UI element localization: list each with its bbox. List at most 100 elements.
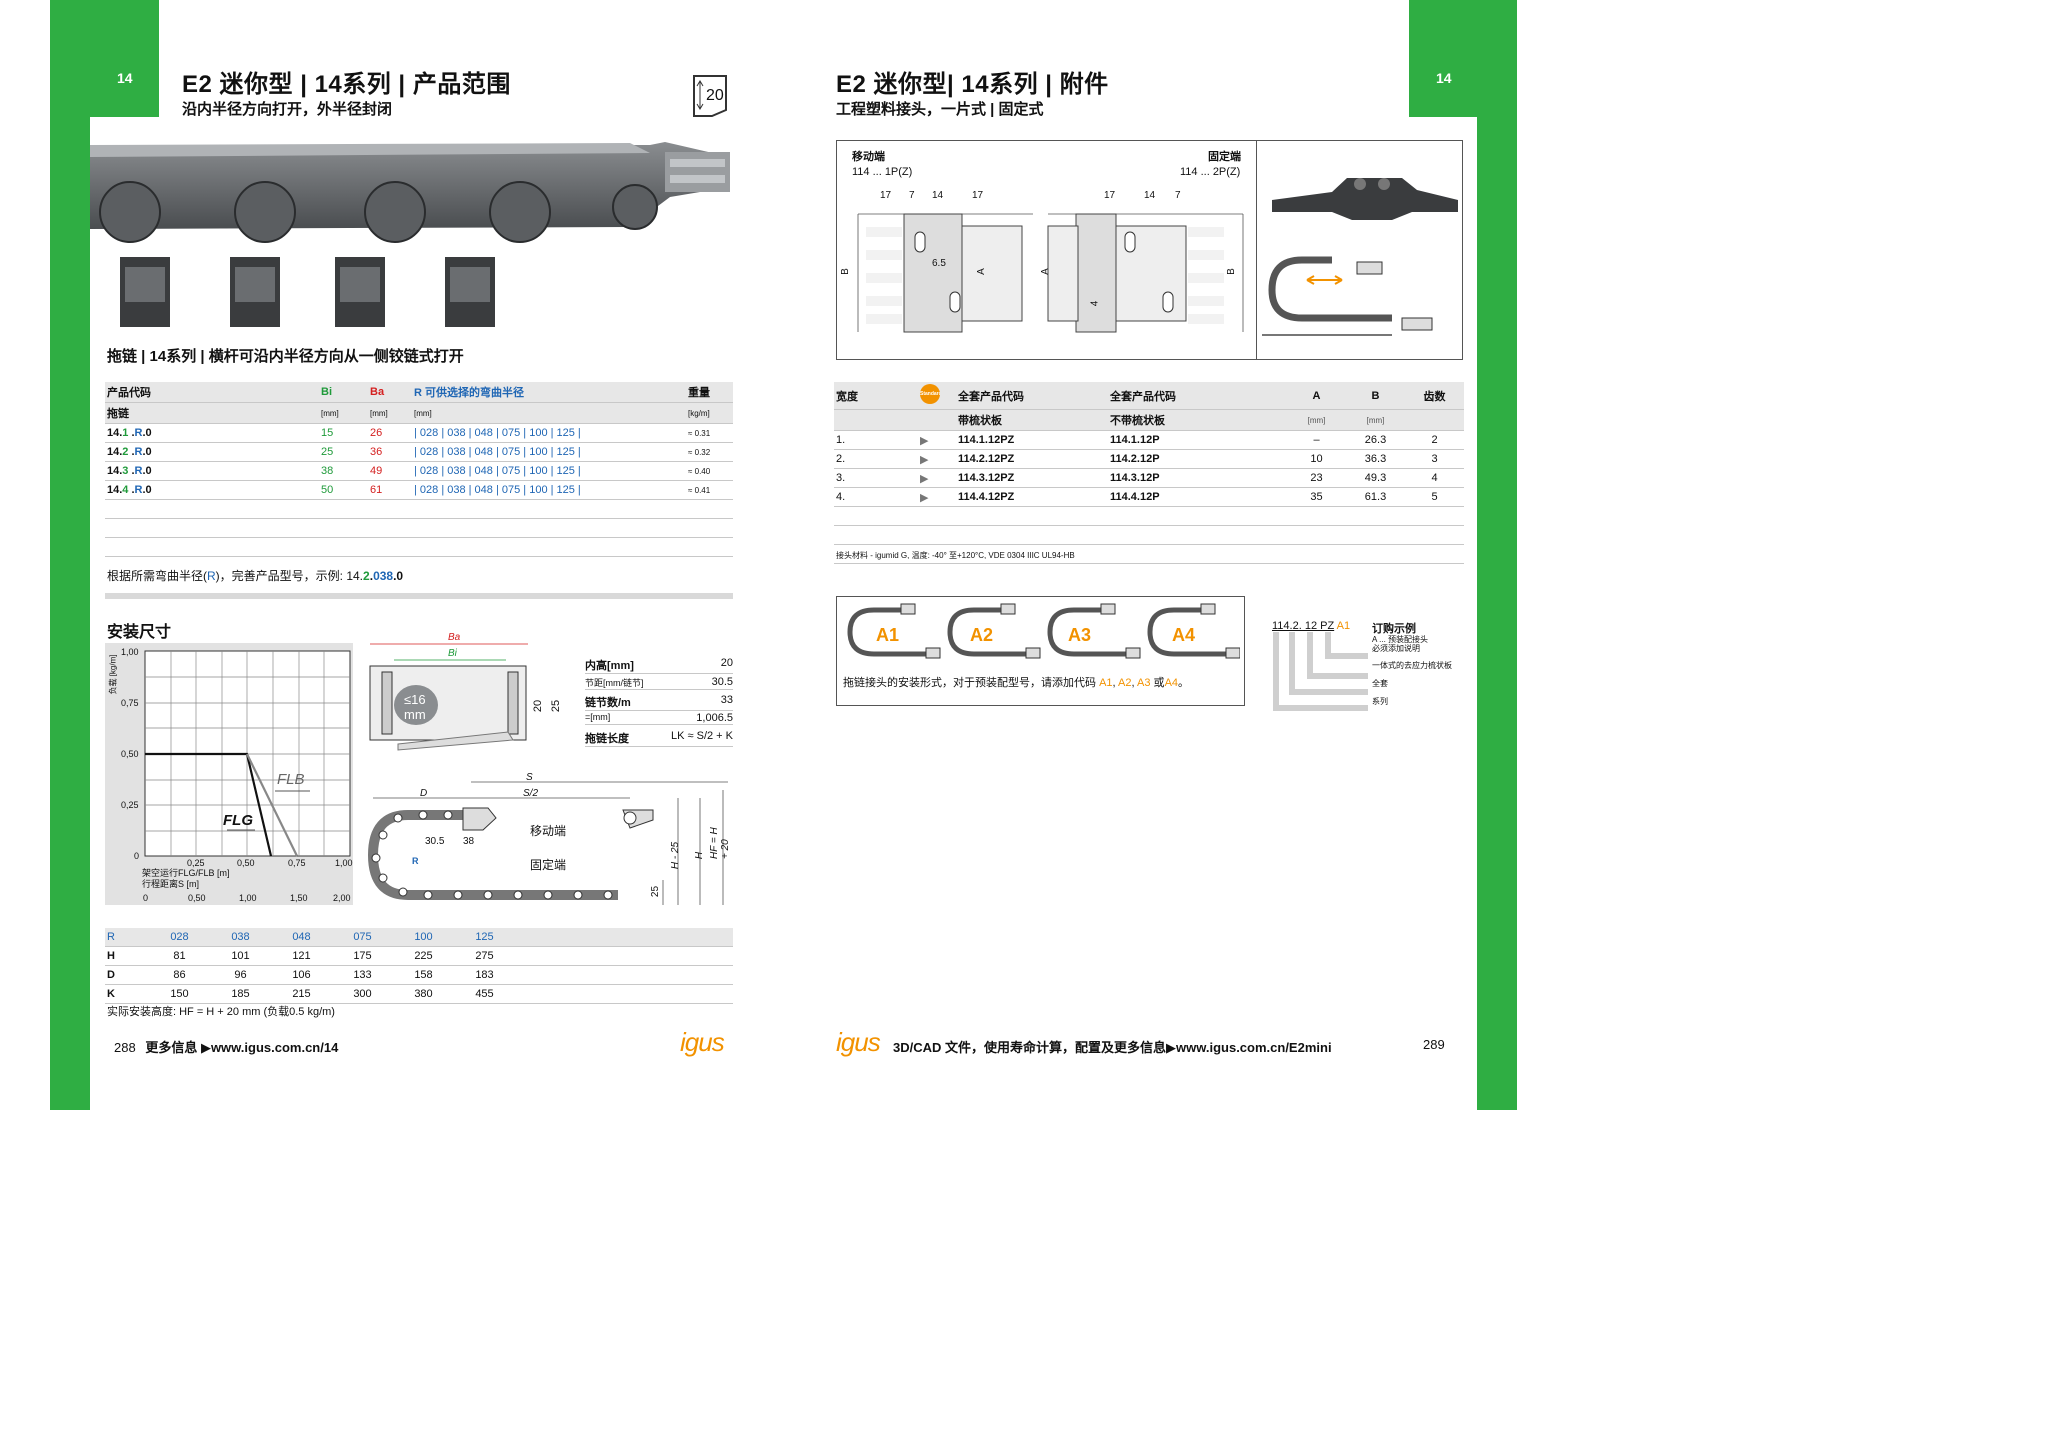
- dim-pad: [515, 965, 733, 985]
- dim-cell: 121: [271, 946, 332, 966]
- a-value: 35: [1287, 487, 1346, 507]
- variants-drawings: [840, 600, 1241, 668]
- moving-end-code: 114 ... 1P(Z): [852, 166, 913, 178]
- variant-chain-icon: [947, 603, 1041, 659]
- note-part: .0: [393, 569, 404, 583]
- h-dim: H: [694, 851, 706, 860]
- dim-row-label: K: [105, 984, 149, 1004]
- dim-65: 6.5: [932, 258, 946, 269]
- right-page-number: 289: [1423, 1037, 1445, 1052]
- play-icon: ▶: [918, 430, 956, 450]
- install-title: 安装尺寸: [107, 624, 172, 641]
- hdr-full1: 全套产品代码: [956, 382, 1108, 410]
- dim-b2: B: [1225, 268, 1237, 275]
- bracket-svg: [857, 213, 1244, 333]
- dim-17c: 17: [1104, 190, 1116, 201]
- teeth-value: 3: [1405, 449, 1464, 469]
- product-code: 14.4 .R.0: [105, 480, 319, 500]
- chart-xlabel-2: 行程距离S [m]: [142, 879, 200, 889]
- weight-value: ≈ 0.41: [686, 480, 733, 500]
- x2tick: 0,50: [188, 893, 206, 903]
- h25-dim: H - 25: [670, 841, 682, 870]
- flb-label: FLB: [277, 771, 305, 788]
- bracket-table-header-2: 带梳状板 不带梳状板 [mm] [mm]: [834, 409, 1464, 431]
- variant-code: A2: [1118, 677, 1132, 689]
- bracket-no: 3.: [834, 468, 918, 488]
- hdr-full2: 全套产品代码: [1108, 382, 1287, 410]
- a-value: 23: [1287, 468, 1346, 488]
- note-dot: .: [369, 569, 374, 583]
- left-footer-link[interactable]: 更多信息 ▶www.igus.com.cn/14: [145, 1040, 339, 1055]
- ytick: 0: [134, 851, 140, 861]
- unit-r: [mm]: [412, 402, 686, 424]
- cross-section-drawing: Ba Bi ≤16 mm 20 25: [368, 632, 562, 762]
- r-label: R: [412, 856, 419, 866]
- spec-val: LK ≈ S/2 + K: [671, 730, 733, 742]
- variant-text: ,: [1112, 677, 1119, 689]
- bracket-no: 4.: [834, 487, 918, 507]
- empty-row: [105, 537, 733, 557]
- dim-cell: 175: [332, 946, 393, 966]
- s2-label: S/2: [523, 788, 539, 799]
- order-item: 系列: [1372, 697, 1388, 706]
- variant-text: 。: [1178, 677, 1190, 689]
- standard-badge: Standard: [920, 384, 940, 404]
- dim-header-cell: 100: [393, 928, 454, 947]
- dim-pad: [515, 946, 733, 966]
- radii-value: | 028 | 038 | 048 | 075 | 100 | 125 |: [412, 423, 686, 443]
- unit-bi: [mm]: [319, 402, 368, 424]
- code-without-comb: 114.3.12P: [1108, 468, 1287, 488]
- a-value: 10: [1287, 449, 1346, 469]
- right-footer-link[interactable]: 3D/CAD 文件，使用寿命计算，配置及更多信息▶www.igus.com.cn…: [893, 1040, 1332, 1055]
- bracket-no: 2.: [834, 449, 918, 469]
- product-code: 14.1 .R.0: [105, 423, 319, 443]
- hdr-weight: 重量: [686, 382, 733, 403]
- left-page-number: 288: [114, 1040, 136, 1055]
- code-without-comb: 114.4.12P: [1108, 487, 1287, 507]
- hdr-r: R 可供选择的弯曲半径: [412, 382, 686, 403]
- dim-cell: 96: [210, 965, 271, 985]
- hdr-bi: Bi: [319, 382, 368, 403]
- bi-value: 25: [319, 442, 368, 462]
- empty-row: [834, 544, 1464, 564]
- order-example: 114.2. 12 PZ A1 订购示例 A ... 预装配接头 必须添加说明 …: [1272, 620, 1472, 711]
- dim-a1: A: [975, 268, 987, 275]
- spec-key: =[mm]: [585, 712, 611, 722]
- hdr-teeth: 齿数: [1405, 382, 1464, 410]
- load-chart-svg: [144, 650, 351, 857]
- dim-row-label: H: [105, 946, 149, 966]
- xtick: 1,00: [335, 858, 353, 868]
- order-title: 订购示例: [1372, 623, 1416, 635]
- bracket-no: 1.: [834, 430, 918, 450]
- right-page-subtitle: 工程塑料接头，一片式 | 固定式: [836, 101, 1044, 118]
- dim-cell: 185: [210, 984, 271, 1004]
- fixed-end-title: 固定端: [1208, 151, 1241, 163]
- dim-b1: B: [839, 268, 851, 275]
- play-icon: ▶: [918, 468, 956, 488]
- empty-row: [105, 518, 733, 538]
- bracket-drawing-frame: [836, 140, 1463, 360]
- ytick: 0,75: [121, 698, 139, 708]
- right-page-title: E2 迷你型| 14系列 | 附件: [836, 71, 1109, 98]
- inner-height-badge: 20: [692, 74, 728, 118]
- variant-text: 或: [1150, 677, 1165, 689]
- code-with-comb: 114.2.12PZ: [956, 449, 1108, 469]
- s-label: S: [526, 772, 533, 783]
- right-page-number-tab: 14: [1436, 70, 1452, 86]
- bi-label: Bi: [448, 648, 457, 659]
- hdr-full2b: 不带梳状板: [1108, 409, 1287, 431]
- fixed-end-label: 固定端: [530, 858, 567, 872]
- dim-header-cell: 038: [210, 928, 271, 947]
- note-part: 根据所需弯曲半径(: [107, 569, 207, 583]
- left-page-title: E2 迷你型 | 14系列 | 产品范围: [182, 71, 511, 98]
- fixed-end-code: 114 ... 2P(Z): [1180, 166, 1241, 178]
- code-with-comb: 114.1.12PZ: [956, 430, 1108, 450]
- hdr-blank: [918, 409, 956, 431]
